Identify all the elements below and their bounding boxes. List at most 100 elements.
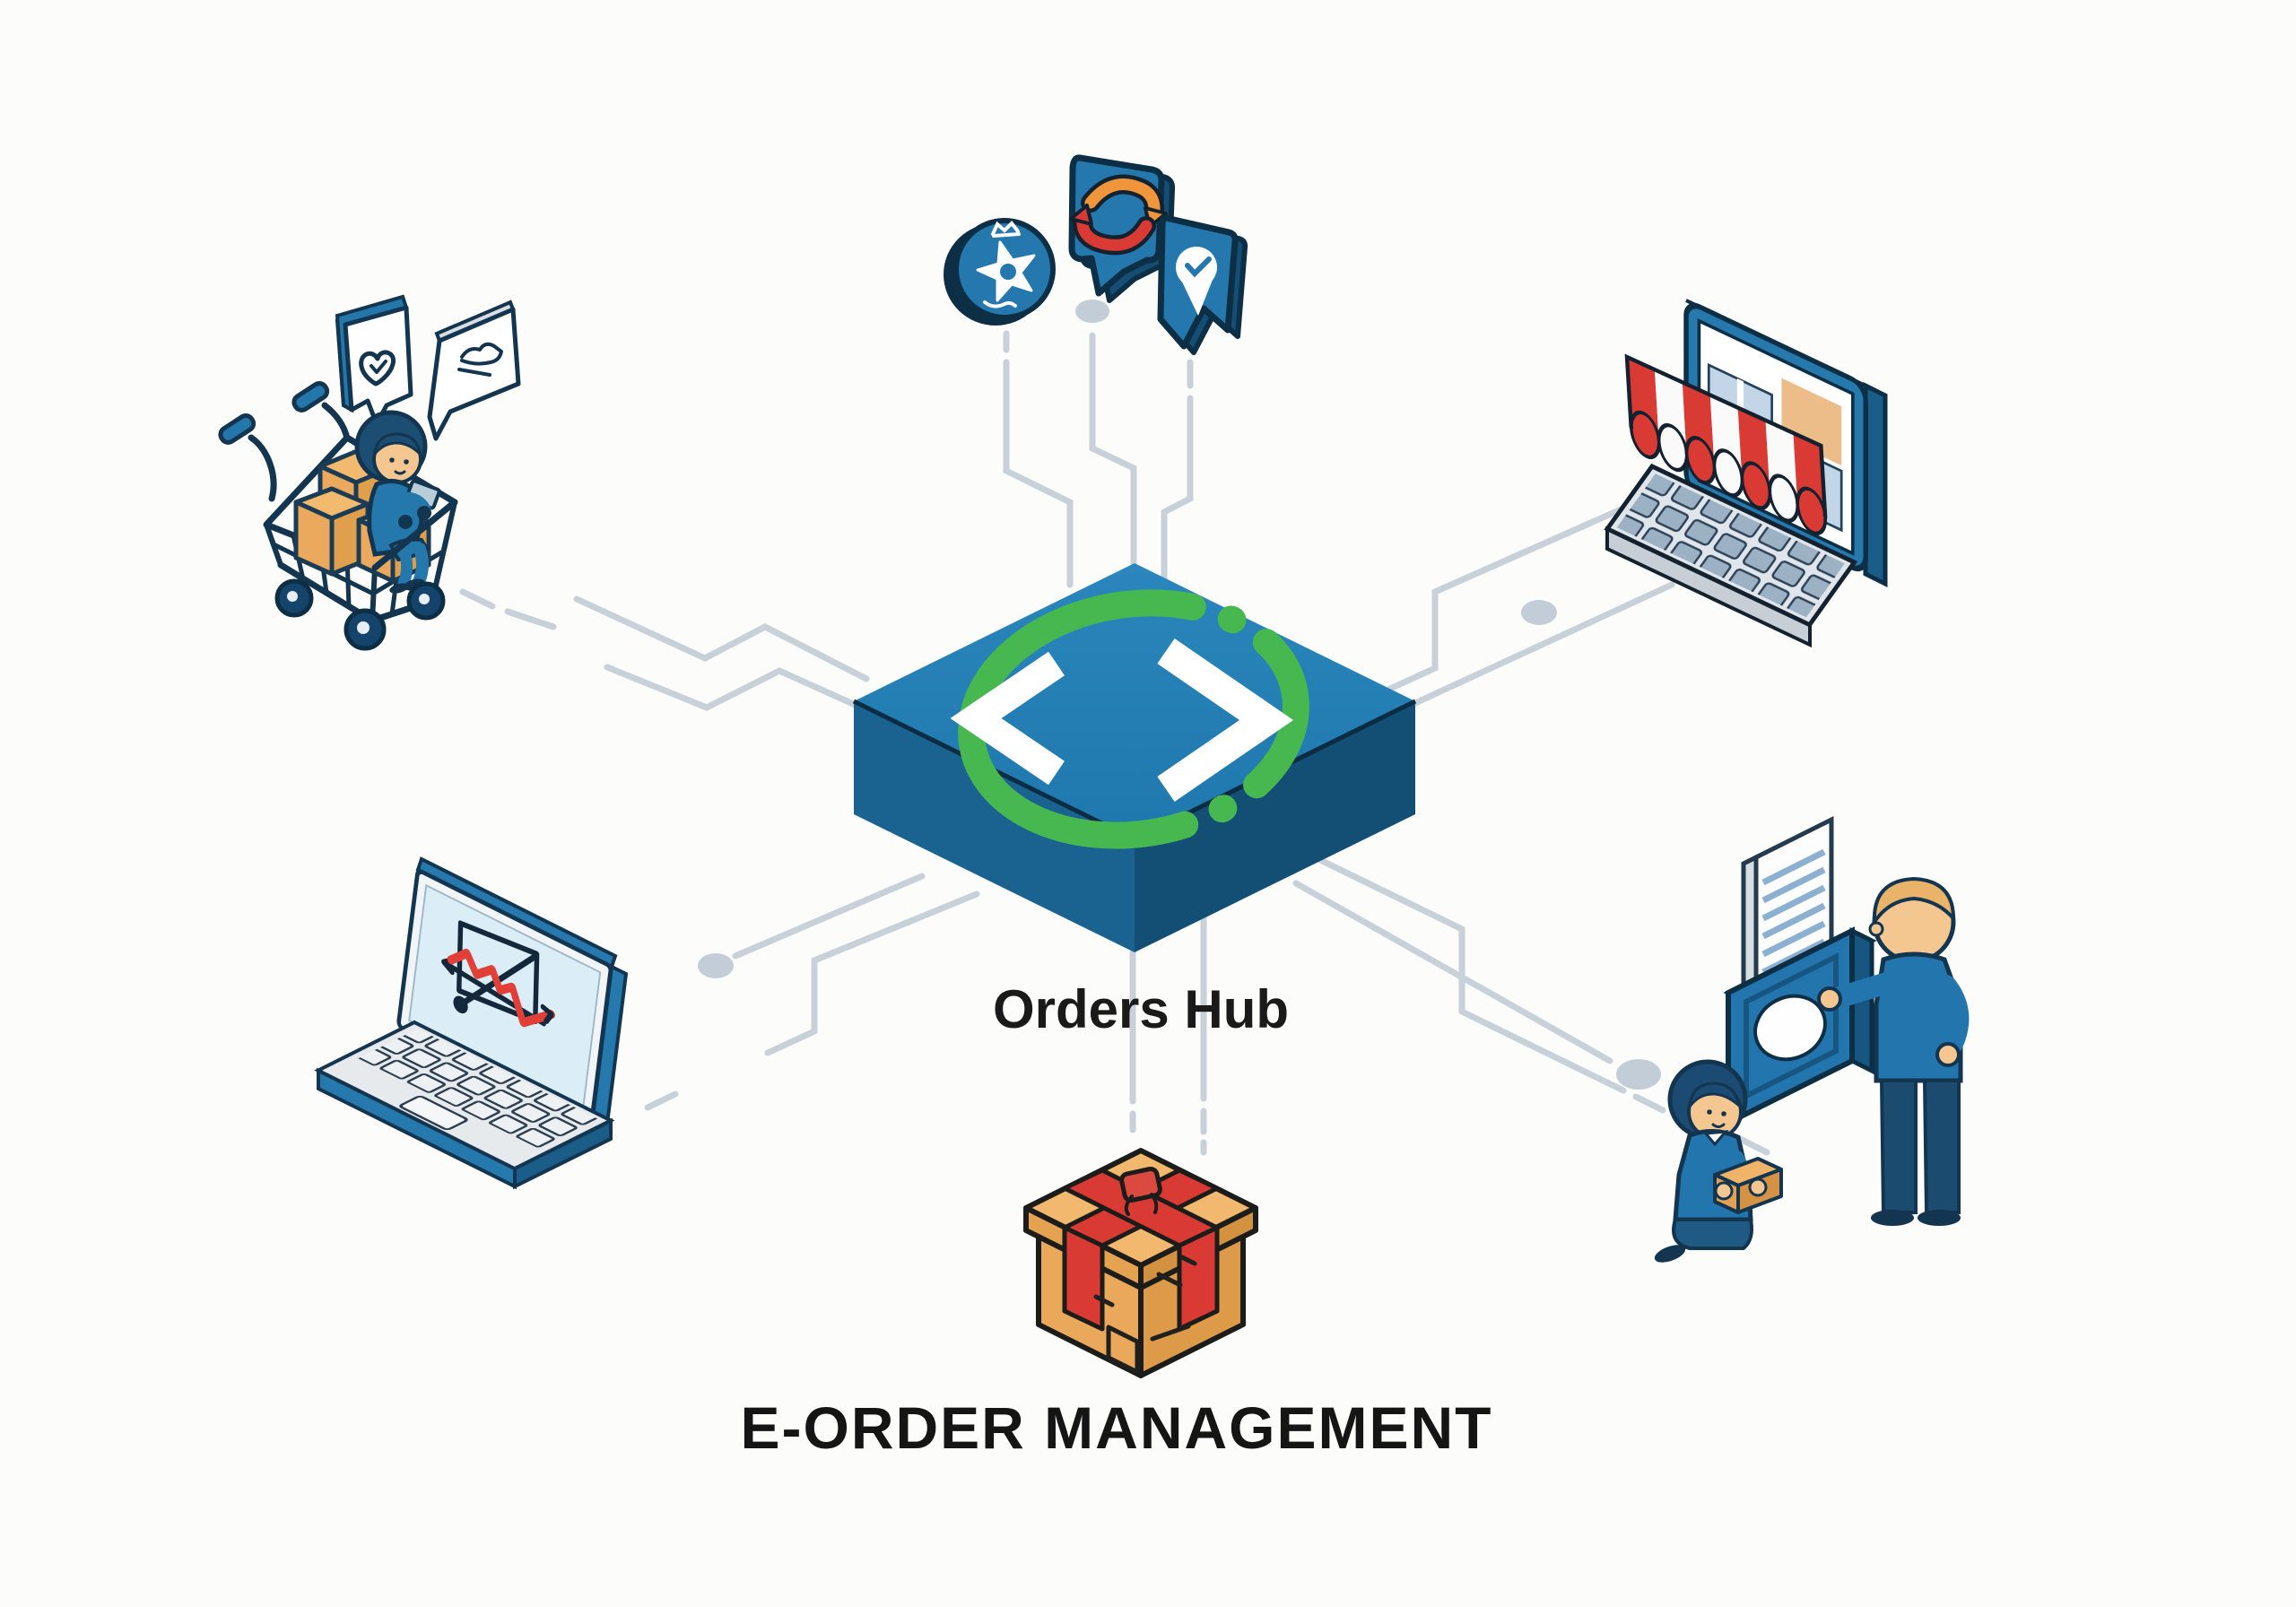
page-title: E-ORDER MANAGEMENT xyxy=(741,1394,1493,1461)
shopper-shin-1 xyxy=(413,543,429,586)
crown-doodle xyxy=(991,220,1021,238)
handle-bar-1 xyxy=(248,434,277,502)
trace-hub-to-handoff-2 xyxy=(1292,880,1613,1064)
heart-check xyxy=(370,360,387,374)
woman-figure xyxy=(1654,1059,1783,1263)
bubble-a-face xyxy=(343,305,413,427)
sync-bubble-icon xyxy=(1068,154,1176,303)
storefront-deck-plane xyxy=(1604,463,1858,628)
handle-grip-1 xyxy=(218,413,257,445)
wheel-3-hub xyxy=(419,594,430,604)
man-shoe-left xyxy=(1871,1210,1914,1226)
mark-top-1 xyxy=(1156,1272,1183,1288)
shopper-cart xyxy=(218,294,521,651)
trace-analytics-dash xyxy=(644,1090,679,1111)
trace-social-to-hub xyxy=(1089,332,1137,569)
sync-arrow-bottom xyxy=(1076,214,1152,251)
ribbon-hang-left xyxy=(1062,1225,1105,1332)
pin-tail xyxy=(1180,278,1213,316)
connector-traces xyxy=(459,300,1770,1156)
label-square xyxy=(1106,1325,1140,1375)
trace-hub-to-analytics-2 xyxy=(764,890,980,1056)
man-ear xyxy=(1868,921,1884,937)
trace-node-storefront xyxy=(1521,600,1557,625)
shopper-shoe-2 xyxy=(389,583,409,594)
pin-bookmark-icon xyxy=(1157,214,1248,355)
shopper-person xyxy=(354,410,441,594)
woman-collar xyxy=(1703,1130,1729,1147)
doc-line xyxy=(1761,938,1826,976)
storefront-laptop xyxy=(1604,299,1888,648)
trace-hub-to-analytics-1 xyxy=(732,873,926,960)
star-badge-icon xyxy=(944,218,1056,326)
man-figure xyxy=(1817,876,1970,1226)
man-hair xyxy=(1872,876,1956,928)
inbox-inner-border xyxy=(1744,952,1839,1100)
man-leg-right xyxy=(1922,1079,1961,1214)
woman-hand-1 xyxy=(1714,1181,1734,1201)
trace-pin-to-hub xyxy=(1161,395,1194,583)
trace-handoff-dash-1 xyxy=(1632,1093,1666,1114)
trace-cart-dash-2 xyxy=(504,608,557,630)
shopper-fringe xyxy=(373,432,422,458)
shopper-shin-2 xyxy=(397,548,413,589)
woman-mouth xyxy=(1711,1123,1726,1128)
doc-line xyxy=(1761,866,1826,904)
hub-label: Orders Hub xyxy=(993,979,1289,1039)
hexagon-left-face xyxy=(854,701,1135,952)
analytics-screen-plane xyxy=(396,869,613,1124)
code-brackets-icon xyxy=(950,651,1065,786)
item-doodle-icon xyxy=(460,342,503,366)
woman-hand-2 xyxy=(1748,1177,1768,1197)
scallop xyxy=(1796,486,1828,535)
shopper-mouth xyxy=(394,470,406,475)
man-shoe-right xyxy=(1918,1210,1961,1226)
wheel-2-hub xyxy=(357,621,370,634)
star-hole xyxy=(1000,264,1016,280)
sync-arrow-top xyxy=(1084,178,1161,218)
woman-foot xyxy=(1654,1245,1686,1263)
storefront-keys xyxy=(1616,473,1845,618)
knot-doodle xyxy=(1124,1193,1159,1216)
package-sketch-marks xyxy=(1093,1255,1197,1375)
doc-line xyxy=(1761,848,1826,886)
man-leg-left xyxy=(1879,1079,1918,1214)
mark-left xyxy=(1093,1294,1115,1307)
trace-node-handoff xyxy=(1616,1059,1661,1090)
trace-cart-dash-1 xyxy=(459,588,496,610)
trace-hub-to-handoff-1 xyxy=(1315,856,1627,1094)
green-dashed-ring xyxy=(958,589,1309,849)
trace-cart-to-hub-1 xyxy=(573,595,870,682)
orders-hub xyxy=(852,563,1417,952)
trace-cart-to-hub-2 xyxy=(604,664,873,715)
handle-bar-2 xyxy=(321,402,351,442)
trace-handoff-dash-2 xyxy=(1736,1135,1770,1156)
mark-right xyxy=(1150,1324,1191,1342)
inbox-tray xyxy=(1723,926,1877,1127)
handle-grip-2 xyxy=(291,380,330,413)
chart-trend-line xyxy=(447,948,555,1028)
shopper-eye-left xyxy=(389,457,395,463)
cart-handles xyxy=(218,380,351,502)
mark-top-2 xyxy=(1179,1255,1197,1266)
trace-node-analytics xyxy=(698,953,734,978)
doc-line xyxy=(1761,902,1826,940)
awning-outline xyxy=(1624,353,1828,518)
analytics-laptop xyxy=(314,856,629,1190)
woman-eye-right xyxy=(1721,1111,1726,1116)
analytics-trackpad xyxy=(399,1095,468,1131)
social-channels xyxy=(944,154,1248,355)
storefront-frame-side xyxy=(1863,381,1888,588)
ribbon-hang-right xyxy=(1177,1225,1220,1332)
package xyxy=(1023,1148,1258,1378)
trace-star-to-hub xyxy=(1003,359,1074,588)
hexagon-right-face xyxy=(1135,701,1415,952)
trace-hub-to-storefront-2 xyxy=(1412,581,1675,707)
basket-front-rim-overlay xyxy=(371,499,458,571)
analytics-keys xyxy=(358,1029,598,1149)
shopper-hand-1 xyxy=(417,506,431,520)
cart-wheels xyxy=(274,578,446,651)
wheel-1-hub xyxy=(287,591,298,602)
